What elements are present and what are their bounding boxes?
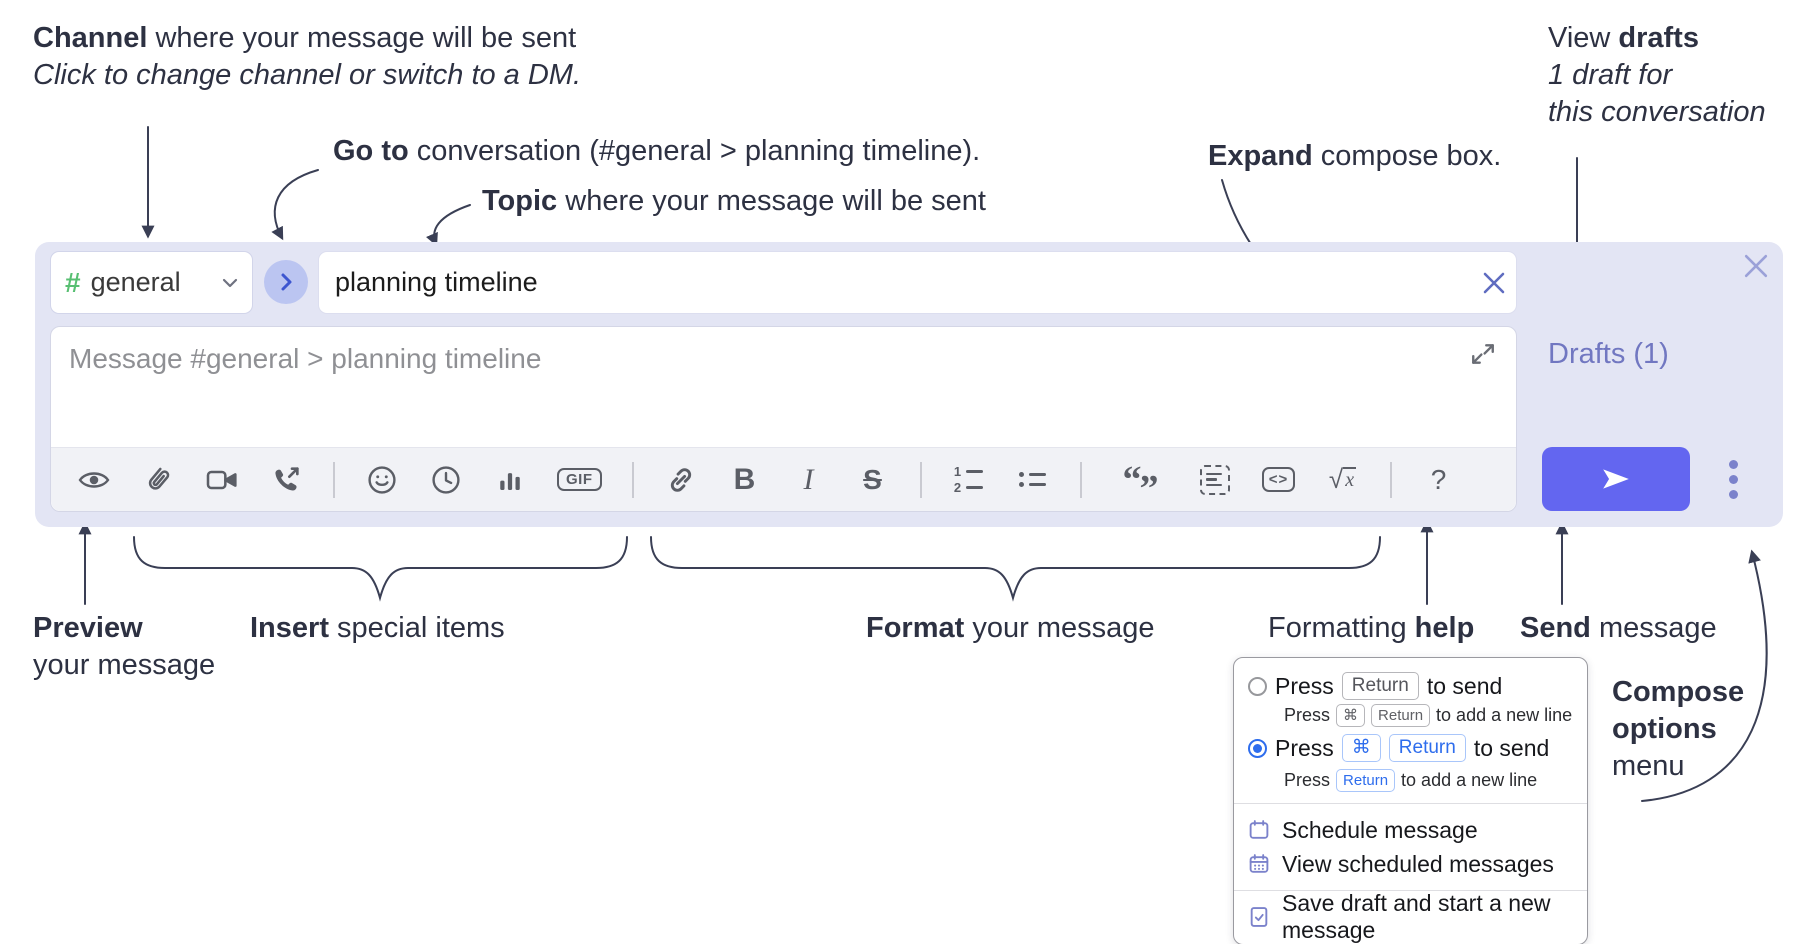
annotation-expand: Expand compose box. xyxy=(1208,140,1502,172)
toolbar-divider xyxy=(919,461,922,498)
calendar-days-icon xyxy=(1249,854,1269,873)
bold-icon[interactable]: B xyxy=(733,462,756,496)
radio-selected[interactable] xyxy=(1248,738,1267,758)
annotation-send: Send message xyxy=(1520,612,1717,644)
close-icon xyxy=(1483,272,1505,293)
toolbar-divider xyxy=(1389,461,1392,498)
code-icon[interactable]: <> xyxy=(1261,460,1296,500)
add-video-call-icon[interactable] xyxy=(205,460,239,500)
annotation-formatting-help: Formatting help xyxy=(1268,612,1475,644)
save-draft-icon xyxy=(1250,907,1268,927)
compose-options-menu-button[interactable] xyxy=(1713,452,1753,506)
italic-icon[interactable]: I xyxy=(803,462,814,496)
send-icon xyxy=(1603,469,1629,489)
bulleted-list-icon[interactable] xyxy=(1016,460,1050,500)
option-cmd-enter-sends-subtext: Press Return to add a new line xyxy=(1284,769,1538,792)
spoiler-icon[interactable] xyxy=(1198,460,1232,500)
toolbar-divider xyxy=(333,461,335,498)
add-poll-icon[interactable] xyxy=(493,460,527,500)
annotation-format: Format your message xyxy=(866,612,1155,644)
drafts-link[interactable]: Drafts (1) xyxy=(1548,338,1669,370)
close-icon xyxy=(1744,254,1768,278)
compose-box: # general xyxy=(35,242,1783,527)
add-voice-call-icon[interactable] xyxy=(269,460,303,500)
annotation-preview: Preview your message xyxy=(33,612,216,681)
link-icon[interactable] xyxy=(664,460,698,500)
emoji-icon[interactable] xyxy=(365,460,399,500)
popup-divider xyxy=(1234,890,1587,891)
option-cmd-enter-sends[interactable]: Press ⌘ Return to send xyxy=(1234,729,1587,767)
toolbar-divider xyxy=(631,461,634,498)
chevron-right-icon xyxy=(281,273,291,291)
go-to-conversation-button[interactable] xyxy=(264,260,308,304)
chevron-down-icon xyxy=(222,278,238,288)
channel-name: general xyxy=(90,267,181,297)
preview-icon[interactable] xyxy=(77,460,111,500)
send-button[interactable] xyxy=(1542,447,1690,511)
calendar-icon xyxy=(1249,820,1269,839)
topic-input[interactable] xyxy=(319,267,1472,298)
menu-item-view-scheduled[interactable]: View scheduled messages xyxy=(1234,847,1587,881)
quote-icon[interactable]: “” xyxy=(1122,458,1159,510)
radio-unselected[interactable] xyxy=(1248,676,1267,696)
annotation-channel: Channel where your message will be sent … xyxy=(33,22,582,91)
option-enter-sends-subtext: Press ⌘ Return to add a new line xyxy=(1284,704,1573,727)
math-icon[interactable]: √x xyxy=(1328,464,1357,494)
topic-clear-button[interactable] xyxy=(1472,272,1516,294)
attach-file-icon[interactable] xyxy=(141,460,175,500)
numbered-list-icon[interactable]: 1 2 xyxy=(952,460,986,500)
menu-item-save-draft[interactable]: Save draft and start a new message xyxy=(1234,890,1587,943)
toolbar-divider xyxy=(1079,461,1082,498)
close-compose-button[interactable] xyxy=(1738,248,1774,284)
channel-hash-icon: # xyxy=(65,266,81,298)
message-formatting-help-icon[interactable]: ? xyxy=(1430,463,1447,495)
annotation-goto: Go to conversation (#general > planning … xyxy=(333,135,981,167)
compose-options-popup: Press Return to send Press ⌘ Return to a… xyxy=(1233,657,1588,944)
strikethrough-icon[interactable]: S xyxy=(863,463,882,495)
message-area: GIF B I S 1 2 xyxy=(50,326,1517,512)
annotation-topic: Topic where your message will be sent xyxy=(482,185,986,217)
popup-divider xyxy=(1234,803,1587,804)
add-global-time-icon[interactable] xyxy=(429,460,463,500)
annotation-insert: Insert special items xyxy=(250,612,505,644)
add-gif-icon[interactable]: GIF xyxy=(557,460,602,500)
compose-toolbar: GIF B I S 1 2 xyxy=(51,447,1516,511)
message-input[interactable] xyxy=(51,327,1516,443)
option-enter-sends[interactable]: Press Return to send xyxy=(1234,670,1587,702)
annotation-view-drafts: View drafts 1 draft for this conversatio… xyxy=(1548,22,1766,128)
expand-compose-icon[interactable] xyxy=(1470,341,1496,367)
menu-item-schedule-message[interactable]: Schedule message xyxy=(1234,813,1587,847)
annotation-compose-options: Compose options menu xyxy=(1612,676,1745,782)
channel-selector[interactable]: # general xyxy=(50,251,253,314)
topic-field xyxy=(318,251,1517,314)
